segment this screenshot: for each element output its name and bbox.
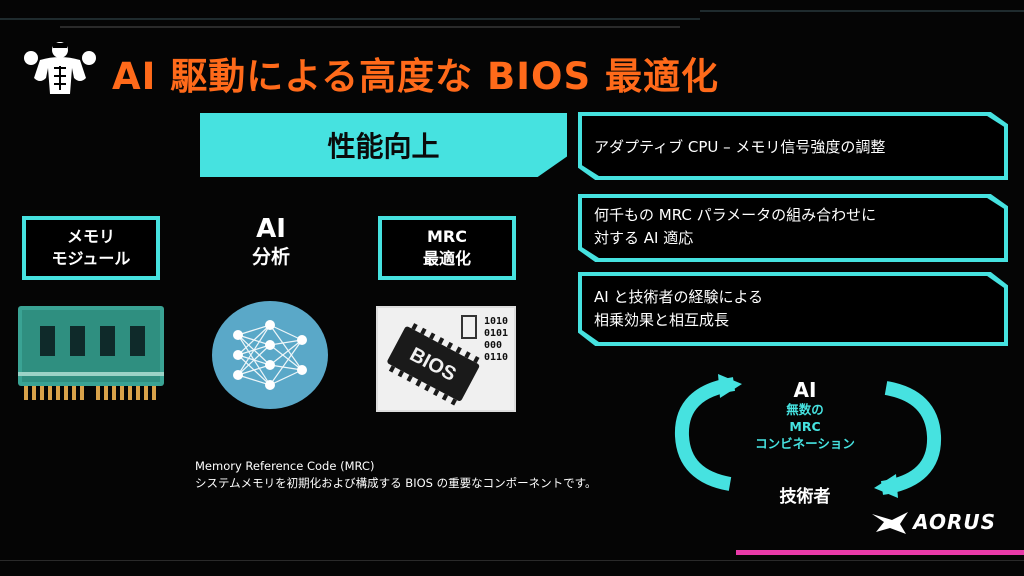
memory-module-label: メモリ モジュール xyxy=(26,220,156,276)
mrc-line1: MRC xyxy=(427,227,467,247)
benefit-2-text: 何千もの MRC パラメータの組み合わせに 対する AI 適応 xyxy=(594,204,876,251)
footnote: Memory Reference Code (MRC) システムメモリを初期化お… xyxy=(195,458,596,491)
mrc-line2: 最適化 xyxy=(422,249,471,268)
mrc-optimize-box-inner xyxy=(382,220,512,276)
footnote-line1: Memory Reference Code (MRC) xyxy=(195,459,375,473)
cycle-middle-1: 無数の xyxy=(786,402,824,417)
benefit-box-3-inner xyxy=(582,276,1004,342)
aorus-eagle-icon xyxy=(872,512,908,534)
benefit-box-2-inner xyxy=(582,198,1004,258)
binary-line-4: 0110 xyxy=(484,352,508,363)
bios-chip-icon: BIOS 1010 0101 000 0110 xyxy=(387,315,508,406)
mrc-optimize-label: MRC 最適化 xyxy=(382,220,512,276)
binary-line-2: 0101 xyxy=(484,328,508,339)
cycle-engineer-label: 技術者 xyxy=(779,487,831,507)
ai-label-line2: 分析 xyxy=(251,246,290,268)
bg-line-2 xyxy=(60,26,680,28)
benefit-box-1-inner xyxy=(582,116,1004,176)
benefit-3-line2: 相乗効果と相互成長 xyxy=(594,311,730,330)
benefit-2-line2: 対する AI 適応 xyxy=(594,229,694,248)
performance-banner-label: 性能向上 xyxy=(327,130,440,163)
aorus-logo: AORUS xyxy=(913,510,996,534)
bg-line-top xyxy=(0,18,700,20)
memory-module-box-inner xyxy=(26,220,156,276)
memory-stick-icon xyxy=(18,306,164,400)
cycle-ai-label: AI xyxy=(793,378,817,402)
performance-banner xyxy=(200,113,567,177)
neural-network-icon xyxy=(212,301,328,409)
muscle-mascot-icon xyxy=(24,42,96,94)
cycle-middle-3: コンビネーション xyxy=(755,435,855,451)
binary-line-1: 1010 xyxy=(484,316,508,327)
cycle-middle: 無数の MRC コンビネーション xyxy=(740,402,870,453)
benefit-1-text: アダプティブ CPU – メモリ信号強度の調整 xyxy=(594,138,886,156)
footnote-line2: システムメモリを初期化および構成する BIOS の重要なコンポーネントです。 xyxy=(195,475,597,490)
memory-module-line2: モジュール xyxy=(51,249,131,268)
bg-line-top-right xyxy=(700,10,1024,12)
bottom-accent-bar xyxy=(736,550,1024,555)
cycle-arrows-icon xyxy=(674,374,942,498)
cycle-middle-2: MRC xyxy=(789,418,821,434)
memory-module-line1: メモリ xyxy=(66,227,115,247)
page-title: AI 駆動による高度な BIOS 最適化 xyxy=(112,55,720,98)
ai-label-line1: AI xyxy=(256,214,286,244)
bottom-line xyxy=(0,560,1024,561)
ai-analysis-label: AI 分析 xyxy=(236,214,306,270)
benefit-3-line1: AI と技術者の経験による xyxy=(594,288,764,306)
benefit-3-text: AI と技術者の経験による 相乗効果と相互成長 xyxy=(594,286,763,333)
binary-line-3: 000 xyxy=(484,340,502,351)
benefit-2-line1: 何千もの MRC パラメータの組み合わせに xyxy=(594,206,877,224)
